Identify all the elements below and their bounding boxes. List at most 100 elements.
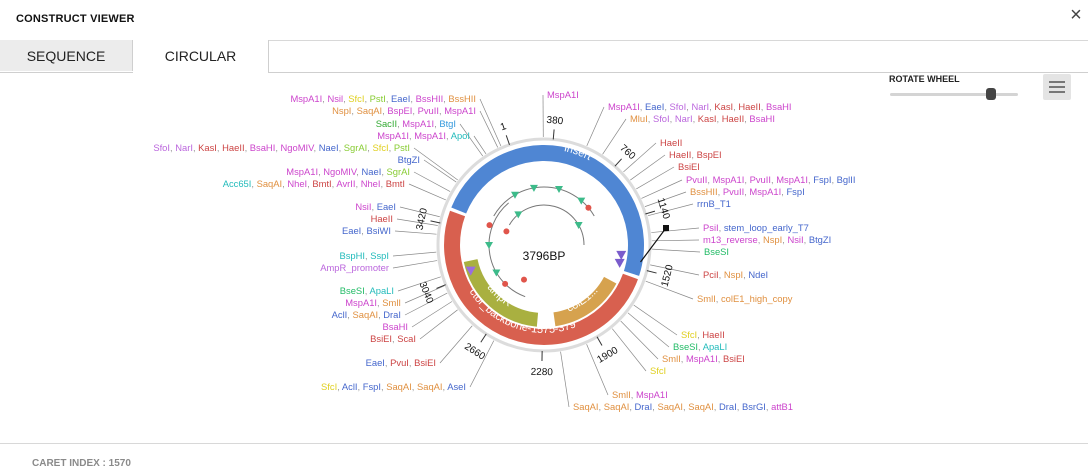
enzyme-label[interactable]: MspA1I: [608, 101, 640, 112]
enzyme-label[interactable]: SmlI: [697, 293, 716, 304]
enzyme-label[interactable]: MspA1I: [776, 174, 808, 185]
enzyme-label[interactable]: PvuII: [723, 186, 744, 197]
enzyme-label[interactable]: BsaHI: [749, 113, 775, 124]
enzyme-label[interactable]: HaeII: [222, 142, 244, 153]
enzyme-label[interactable]: PvuII: [418, 105, 439, 116]
enzyme-label[interactable]: BsiEI: [723, 353, 745, 364]
enzyme-label[interactable]: KasI: [698, 113, 717, 124]
enzyme-label[interactable]: PvuII: [686, 174, 707, 185]
enzyme-label[interactable]: BsiWI: [367, 225, 391, 236]
enzyme-label[interactable]: BsaHI: [250, 142, 276, 153]
enzyme-label[interactable]: NarI: [675, 113, 693, 124]
enzyme-label[interactable]: Nsil: [327, 93, 343, 104]
enzyme-label[interactable]: BssHII: [416, 93, 444, 104]
enzyme-label[interactable]: ApaLI: [703, 341, 728, 352]
enzyme-label[interactable]: NaeI: [362, 166, 382, 177]
enzyme-label[interactable]: MspA1I: [636, 389, 668, 400]
enzyme-label[interactable]: SaqAI: [688, 401, 714, 412]
enzyme-label[interactable]: NheI: [361, 178, 381, 189]
enzyme-label[interactable]: NspI: [724, 269, 743, 280]
enzyme-label[interactable]: AclI: [342, 381, 358, 392]
enzyme-label[interactable]: BtgZI: [809, 234, 831, 245]
enzyme-label[interactable]: SacII: [376, 118, 397, 129]
enzyme-label[interactable]: PstI: [394, 142, 410, 153]
enzyme-label[interactable]: NarI: [175, 142, 193, 153]
enzyme-label[interactable]: SgrAI: [387, 166, 410, 177]
tab-sequence[interactable]: SEQUENCE: [0, 40, 133, 71]
enzyme-label[interactable]: BsiEI: [678, 161, 700, 172]
enzyme-label[interactable]: MspA1I: [686, 353, 718, 364]
enzyme-label[interactable]: colE1_high_copy: [721, 293, 793, 304]
enzyme-label[interactable]: NgoMIV: [323, 166, 358, 177]
enzyme-label[interactable]: MspA1I: [402, 118, 434, 129]
menu-icon[interactable]: [1043, 74, 1071, 100]
enzyme-label[interactable]: DraI: [719, 401, 737, 412]
enzyme-label[interactable]: SfcI: [681, 329, 697, 340]
enzyme-label[interactable]: PstI: [370, 93, 386, 104]
enzyme-label[interactable]: NsiI: [787, 234, 803, 245]
tab-circular[interactable]: CIRCULAR: [133, 40, 269, 73]
enzyme-label[interactable]: MspA1I: [345, 297, 377, 308]
enzyme-label[interactable]: SmlI: [662, 353, 681, 364]
enzyme-label[interactable]: BssHII: [448, 93, 476, 104]
enzyme-label[interactable]: SaqAI: [357, 105, 383, 116]
enzyme-label[interactable]: BsrGI: [742, 401, 766, 412]
enzyme-label[interactable]: BspEI: [387, 105, 412, 116]
enzyme-label[interactable]: NheI: [287, 178, 307, 189]
enzyme-label[interactable]: SaqAI: [417, 381, 443, 392]
enzyme-label[interactable]: BmtI: [312, 178, 331, 189]
enzyme-label[interactable]: SmlI: [382, 297, 401, 308]
enzyme-label[interactable]: PsiI: [703, 222, 719, 233]
enzyme-label[interactable]: BtgZI: [398, 154, 420, 165]
enzyme-label[interactable]: EaeI: [377, 201, 396, 212]
enzyme-label[interactable]: BtgI: [439, 118, 456, 129]
enzyme-label[interactable]: rrnB_T1: [697, 198, 731, 209]
enzyme-label[interactable]: HaeII: [371, 213, 393, 224]
enzyme-label[interactable]: MspA1I: [713, 174, 745, 185]
enzyme-label[interactable]: SfcI: [372, 142, 388, 153]
enzyme-label[interactable]: NgoMIV: [281, 142, 316, 153]
enzyme-label[interactable]: ApoI: [451, 130, 470, 141]
enzyme-label[interactable]: stem_loop_early_T7: [724, 222, 809, 233]
enzyme-label[interactable]: FspI: [786, 186, 804, 197]
enzyme-label[interactable]: HaeII: [722, 113, 744, 124]
enzyme-label[interactable]: BseSI: [340, 285, 365, 296]
enzyme-label[interactable]: NaeI: [319, 142, 339, 153]
enzyme-label[interactable]: SfoI: [653, 113, 670, 124]
enzyme-label[interactable]: ApaLI: [370, 285, 395, 296]
enzyme-label[interactable]: BglII: [837, 174, 856, 185]
enzyme-label[interactable]: MspA1I: [377, 130, 409, 141]
enzyme-label[interactable]: AmpR_promoter: [320, 262, 389, 273]
enzyme-label[interactable]: DraI: [635, 401, 653, 412]
enzyme-label[interactable]: SfcI: [348, 93, 364, 104]
enzyme-label[interactable]: SfoI: [670, 101, 687, 112]
enzyme-label[interactable]: NsiI: [355, 201, 371, 212]
enzyme-label[interactable]: m13_reverse: [703, 234, 758, 245]
enzyme-label[interactable]: MspA1I: [414, 130, 446, 141]
enzyme-label[interactable]: BmtI: [386, 178, 405, 189]
enzyme-label[interactable]: AclI: [332, 309, 348, 320]
enzyme-label[interactable]: SaqAI: [604, 401, 630, 412]
enzyme-label[interactable]: MluI: [630, 113, 648, 124]
enzyme-label[interactable]: KasI: [714, 101, 733, 112]
enzyme-label[interactable]: NspI: [332, 105, 351, 116]
enzyme-label[interactable]: DraI: [383, 309, 401, 320]
enzyme-label[interactable]: BsiEI: [414, 357, 436, 368]
enzyme-label[interactable]: SfoI: [153, 142, 170, 153]
enzyme-label[interactable]: SgrAI: [344, 142, 367, 153]
enzyme-label[interactable]: SaqAI: [353, 309, 379, 320]
enzyme-label[interactable]: SaqAI: [386, 381, 412, 392]
enzyme-label[interactable]: NarI: [691, 101, 709, 112]
enzyme-label[interactable]: PvuII: [750, 174, 771, 185]
enzyme-label[interactable]: SmlI: [612, 389, 631, 400]
enzyme-label[interactable]: BspHI: [339, 250, 365, 261]
rotate-wheel-handle[interactable]: [985, 88, 996, 100]
enzyme-label[interactable]: MspA1I: [286, 166, 318, 177]
enzyme-label[interactable]: MspA1I: [547, 89, 579, 100]
enzyme-label[interactable]: EaeI: [645, 101, 664, 112]
enzyme-label[interactable]: Acc65I: [223, 178, 252, 189]
enzyme-label[interactable]: HaeII: [702, 329, 724, 340]
enzyme-label[interactable]: FspI: [813, 174, 831, 185]
rotate-wheel-slider[interactable]: [890, 93, 1018, 96]
enzyme-label[interactable]: EaeI: [366, 357, 385, 368]
